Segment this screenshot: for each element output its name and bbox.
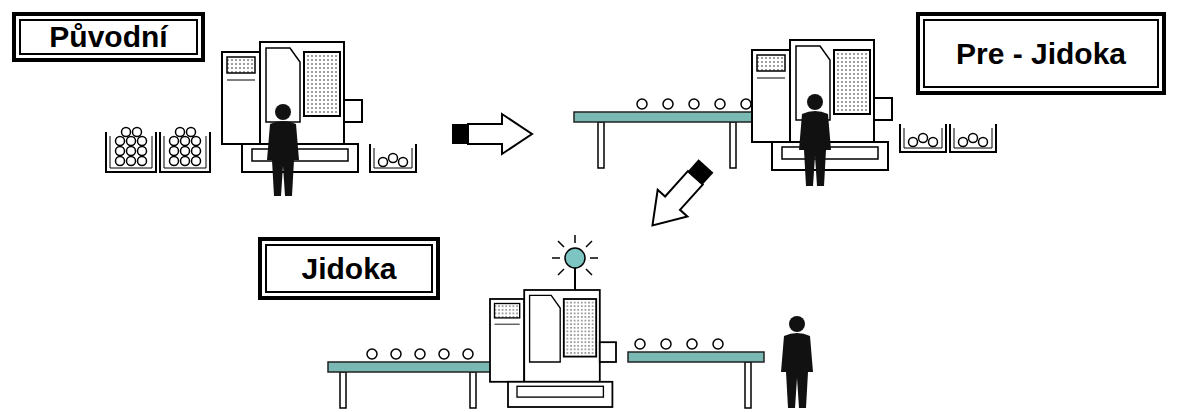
stage-title: Původní (19, 19, 198, 55)
full-bin (160, 128, 210, 173)
standing-person (781, 316, 813, 408)
transition-arrow (638, 153, 721, 239)
output-bin (370, 144, 416, 172)
full-bin (106, 128, 156, 173)
conveyor (574, 99, 764, 168)
stage-label-box: Původní (12, 12, 205, 62)
stage-title: Pre - Jidoka (923, 19, 1159, 88)
transition-arrow (452, 114, 532, 154)
output-bin (900, 124, 946, 152)
worker (267, 104, 299, 196)
conveyor (628, 339, 764, 408)
worker (799, 94, 831, 186)
conveyor (328, 349, 492, 408)
andon-lamp (552, 235, 598, 292)
stage-label-box: Pre - Jidoka (916, 12, 1166, 95)
stage-label-box: Jidoka (258, 237, 440, 300)
jidoka-machine (490, 290, 616, 407)
output-bin (950, 124, 996, 152)
stage-title: Jidoka (265, 244, 433, 293)
